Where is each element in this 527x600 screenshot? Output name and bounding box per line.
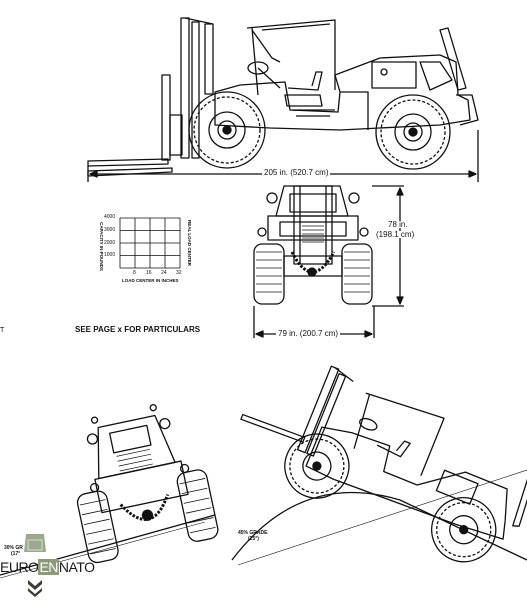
- load-chart-y-tick: 3000: [104, 227, 116, 233]
- euroennato-logo: [24, 534, 46, 597]
- watermark-text-mid: EN: [38, 559, 59, 575]
- watermark-text-right: NATO: [58, 559, 95, 575]
- forklift-front-view: [253, 185, 404, 338]
- load-chart-x-tick: 8: [133, 270, 136, 276]
- watermark-text: EUROENNATO: [0, 559, 95, 575]
- reference-note: SEE PAGE x FOR PARTICULARS: [75, 325, 201, 334]
- side-grade-label: 45% GRADE: [238, 530, 268, 536]
- forklift-side-slope-view: [231, 365, 527, 566]
- load-chart-y-tick: 1000: [104, 252, 116, 258]
- shield-icon: [24, 534, 46, 552]
- load-chart-grid: [119, 217, 181, 269]
- load-chart-y-tick: 4000: [104, 214, 116, 220]
- side-grade-angle-label: (25°): [248, 536, 259, 542]
- rear-grade-label: 30% GR: [4, 545, 23, 551]
- load-chart-x-tick: 24: [161, 270, 167, 276]
- rear-grade-angle-label: (17°: [11, 551, 21, 557]
- overall-length-label: 205 in. (520.7 cm): [262, 168, 331, 177]
- forklift-side-view: [87, 17, 479, 182]
- load-chart-x-tick: 16: [146, 270, 152, 276]
- chevron-icon: [28, 580, 42, 590]
- front-width-label: 79 in. (200.7 cm): [276, 329, 341, 338]
- load-chart-y-tick: 2000: [104, 240, 116, 246]
- edge-fragment-text: T: [0, 327, 5, 334]
- front-height-metric-label: (198.1 cm): [376, 230, 415, 239]
- watermark-text-left: EURO: [0, 559, 39, 575]
- load-chart-x-axis-label: LOAD CENTER IN INCHES: [122, 278, 179, 283]
- load-chart-right-label: REAL LOAD CENTER: [187, 220, 192, 266]
- front-height-label: 78 in.: [388, 220, 408, 229]
- load-chart-x-tick: 32: [176, 270, 182, 276]
- forklift-rear-slope-view: [0, 404, 219, 579]
